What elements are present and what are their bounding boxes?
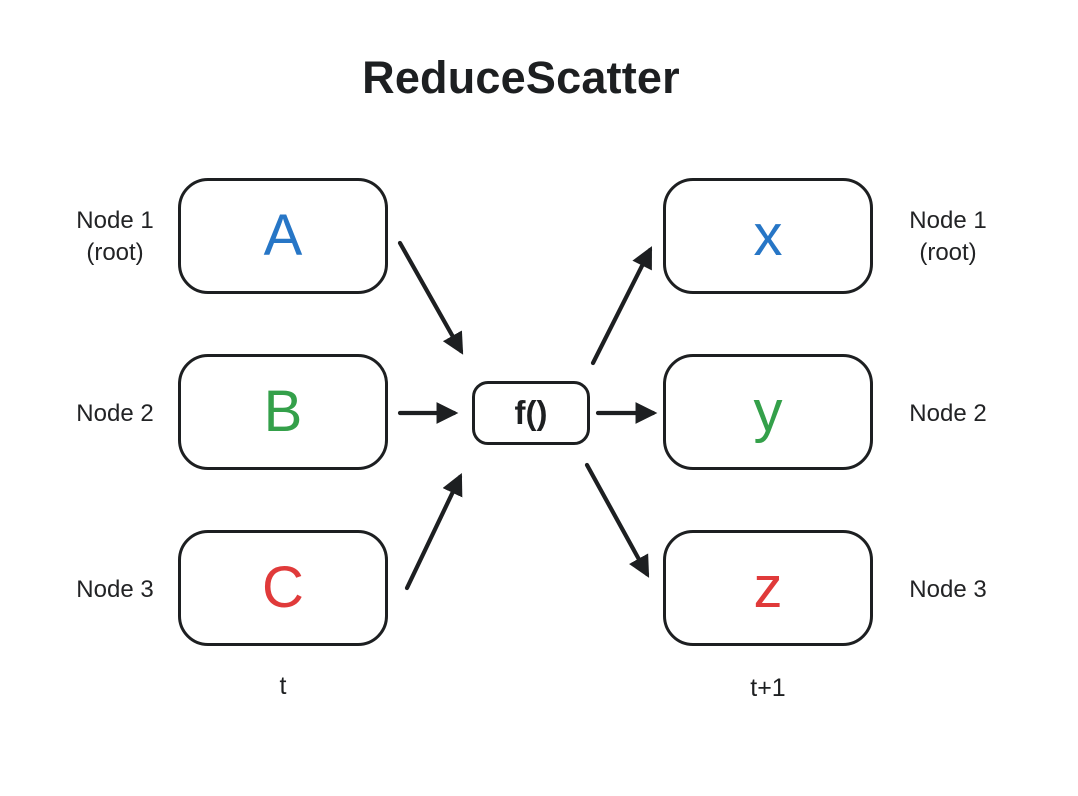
arrow-f-to-x bbox=[590, 246, 653, 366]
node-sublabel: (root) bbox=[919, 239, 977, 267]
input-box-c: C bbox=[178, 530, 388, 646]
node-label: Node 2 bbox=[76, 400, 154, 427]
diagram-title: ReduceScatter bbox=[362, 52, 680, 103]
time-label-t-plus-1: t+1 bbox=[750, 674, 786, 702]
right-node3-label: Node 3 bbox=[868, 574, 1028, 606]
output-value-y: y bbox=[753, 379, 783, 444]
time-label-t: t bbox=[279, 672, 287, 700]
input-box-b: B bbox=[178, 354, 388, 470]
arrow-f-to-z bbox=[584, 462, 650, 578]
input-value-c: C bbox=[262, 555, 304, 620]
output-value-z: z bbox=[753, 555, 783, 620]
node-label: Node 1 bbox=[909, 207, 987, 234]
output-box-x: x bbox=[663, 178, 873, 294]
node-label: Node 2 bbox=[909, 400, 987, 427]
node-label: Node 3 bbox=[909, 576, 987, 603]
arrow-c-to-f bbox=[404, 473, 463, 591]
left-node1-label: Node 1 (root) bbox=[30, 205, 200, 270]
input-value-a: A bbox=[263, 203, 303, 268]
output-box-y: y bbox=[663, 354, 873, 470]
node-label: Node 3 bbox=[76, 576, 154, 603]
right-node2-label: Node 2 bbox=[868, 398, 1028, 430]
input-value-b: B bbox=[263, 379, 303, 444]
node-sublabel: (root) bbox=[86, 239, 144, 267]
node-label: Node 1 bbox=[76, 207, 154, 234]
output-box-z: z bbox=[663, 530, 873, 646]
arrow-a-to-f bbox=[397, 240, 464, 355]
left-node2-label: Node 2 bbox=[30, 398, 200, 430]
input-box-a: A bbox=[178, 178, 388, 294]
reduce-function-box: f() bbox=[472, 381, 590, 445]
right-node1-label: Node 1 (root) bbox=[868, 205, 1028, 270]
left-node3-label: Node 3 bbox=[30, 574, 200, 606]
reduce-function-label: f() bbox=[514, 394, 548, 431]
output-value-x: x bbox=[753, 203, 783, 268]
